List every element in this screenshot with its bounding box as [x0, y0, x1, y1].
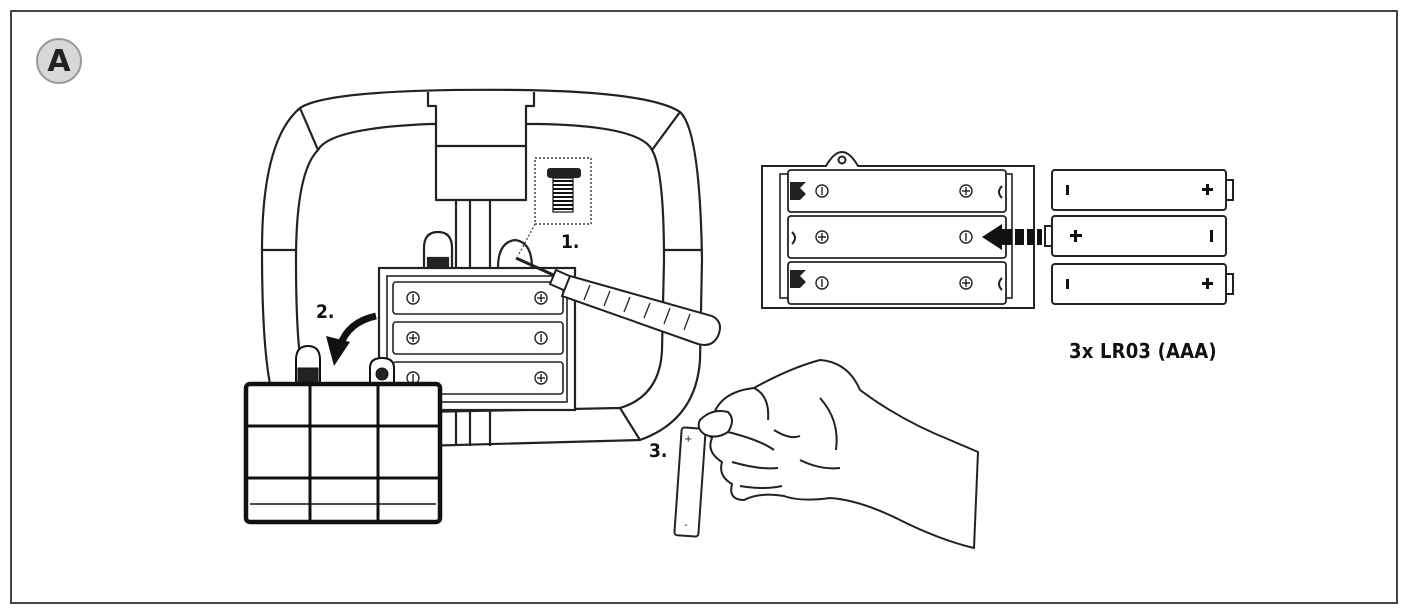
device-battery-compartment	[377, 266, 577, 412]
battery-spec-label: 3x LR03 (AAA)	[1069, 339, 1217, 363]
step-3-label: 3.	[649, 440, 668, 462]
battery-holder	[761, 150, 1035, 309]
battery-cover	[243, 344, 443, 525]
svg-text:+: +	[684, 434, 692, 445]
hand-with-battery-icon: + -	[673, 359, 979, 549]
battery-polarity-marks	[1066, 184, 1213, 289]
screw-detail	[517, 157, 592, 257]
panel-letter: A	[47, 43, 71, 79]
step-1-label: 1.	[561, 231, 580, 253]
curved-arrow-icon	[326, 312, 377, 366]
panel-letter-badge: A	[36, 38, 82, 84]
instruction-panel	[10, 10, 1398, 604]
aaa-batteries	[1044, 169, 1234, 305]
svg-text:-: -	[684, 520, 688, 531]
screwdriver-icon	[515, 256, 721, 346]
step-2-label: 2.	[316, 301, 335, 323]
